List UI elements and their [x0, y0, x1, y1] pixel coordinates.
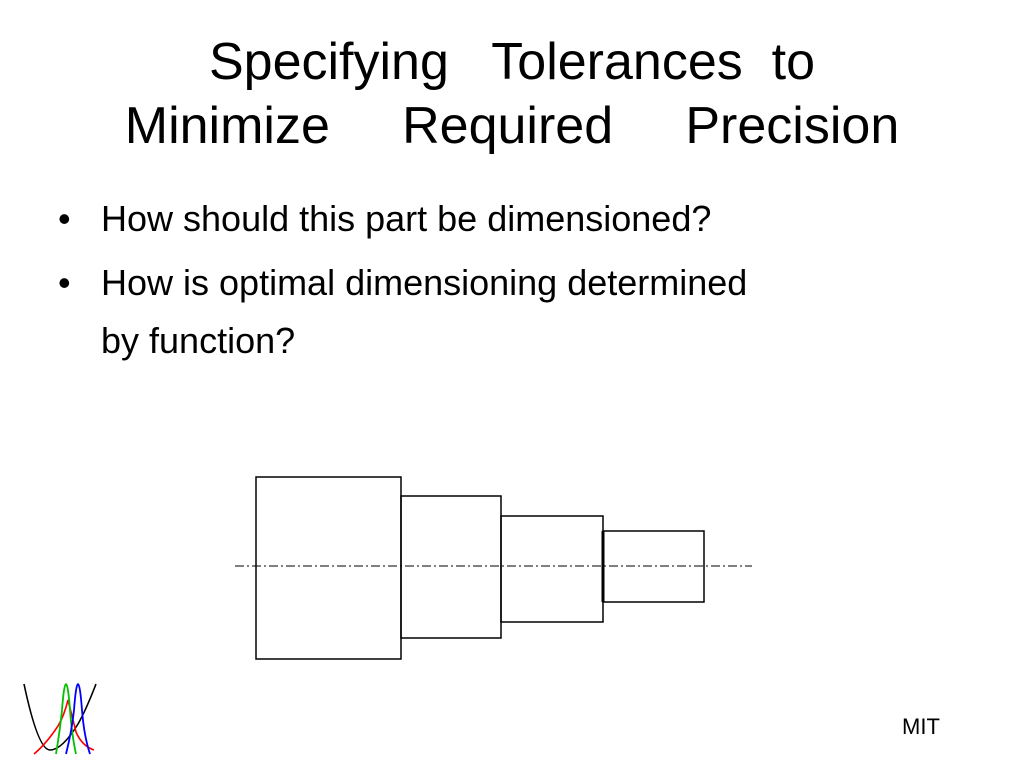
shaft-step-1	[255, 476, 402, 660]
shaft-step-2	[400, 495, 502, 639]
footer-label: MIT	[902, 714, 940, 739]
shaft-step-4	[602, 530, 705, 603]
title-line-2: Minimize Required Precision	[124, 97, 900, 155]
bullet-text: How should this part be dimensioned?	[101, 198, 712, 239]
bullet-marker: •	[58, 262, 71, 303]
bullet-marker: •	[58, 198, 71, 239]
bullet-item-2: • How is optimal dimensioning determined…	[58, 254, 958, 370]
distribution-curves-icon	[23, 683, 97, 755]
bullet-text: How is optimal dimensioning determined b…	[101, 262, 748, 361]
bullet-list: • How should this part be dimensioned? •…	[58, 190, 958, 376]
title-line-1: Specifying Tolerances to	[208, 33, 816, 91]
bullet-item-1: • How should this part be dimensioned?	[58, 190, 958, 248]
slide-title: Specifying Tolerances to Minimize Requir…	[40, 30, 984, 158]
shaft-step-3	[500, 515, 604, 623]
